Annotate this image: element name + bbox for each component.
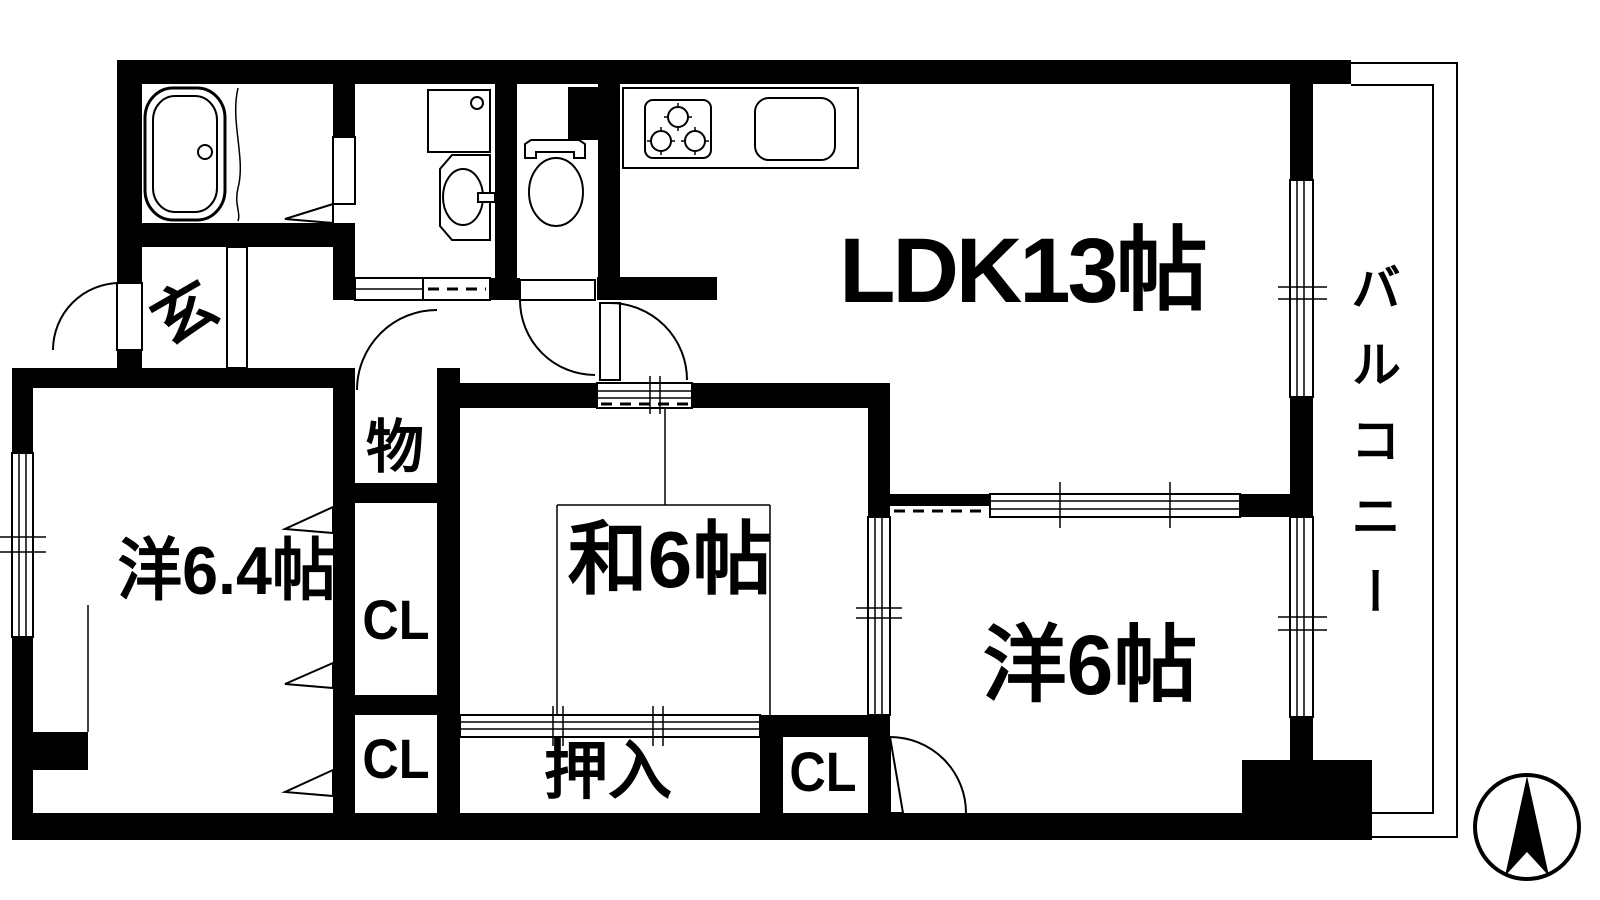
room-label-closet-b: CL bbox=[362, 727, 430, 790]
wall-segment bbox=[117, 223, 355, 247]
sliding-partition-washitsu-west6 bbox=[856, 516, 902, 716]
room-label-closet-c: CL bbox=[789, 740, 857, 803]
corner-pillar bbox=[1242, 760, 1372, 813]
window-west6-balcony bbox=[1278, 516, 1327, 718]
kitchen-sink-icon bbox=[754, 97, 836, 161]
west6-closet-door-leaf bbox=[889, 736, 905, 814]
wall-segment bbox=[868, 715, 890, 815]
wall-segment bbox=[692, 383, 890, 408]
door-arcs bbox=[52, 282, 967, 814]
wall-segment bbox=[437, 368, 460, 815]
wall-segment bbox=[598, 84, 620, 280]
wall-segment bbox=[12, 637, 33, 815]
folding-door-wedges bbox=[281, 202, 905, 814]
wall-segment bbox=[12, 368, 33, 453]
wall-segment bbox=[490, 278, 520, 300]
door-leaves bbox=[116, 136, 621, 381]
wall-segment bbox=[12, 813, 1372, 840]
room-label-western64: 洋6.4帖 bbox=[117, 533, 337, 609]
wall-segment bbox=[333, 695, 460, 715]
duct-box bbox=[568, 87, 598, 140]
balcony-railing bbox=[1351, 62, 1458, 838]
stove-icon bbox=[644, 99, 712, 159]
north-arrow-icon bbox=[1473, 773, 1581, 881]
toilet-icon bbox=[524, 139, 586, 227]
wall-segment bbox=[1290, 717, 1313, 760]
toilet-door-arc bbox=[519, 299, 596, 376]
entrance-door-arc bbox=[52, 282, 121, 351]
wall-segment bbox=[888, 494, 990, 506]
wall-segment bbox=[117, 60, 1351, 84]
wall-segment bbox=[597, 277, 717, 300]
wall-segment bbox=[33, 732, 88, 770]
wall-segment bbox=[460, 383, 597, 408]
wall-segment bbox=[355, 483, 437, 503]
balcony-railing-outer bbox=[1351, 62, 1458, 838]
ldk-door-leaf bbox=[599, 302, 621, 381]
walls bbox=[12, 60, 1372, 840]
wall-segment bbox=[333, 84, 355, 137]
kitchen-counter bbox=[622, 87, 859, 169]
wall-segment bbox=[760, 715, 890, 737]
closet-a-wedge-top bbox=[281, 505, 334, 535]
windows bbox=[0, 179, 1327, 746]
room-label-balcony: バルコニー bbox=[1344, 262, 1400, 642]
storage-door-arc bbox=[356, 309, 438, 391]
room-label-ldk: LDK13帖 bbox=[839, 220, 1207, 322]
closet-a-wedge-bottom bbox=[284, 661, 334, 690]
wall-segment bbox=[1290, 397, 1313, 517]
bath-door-leaf bbox=[332, 136, 356, 205]
wall-segment bbox=[12, 368, 355, 388]
closet-b-wedge bbox=[281, 768, 334, 798]
room-label-western6: 洋6帖 bbox=[982, 618, 1198, 712]
wall-segment bbox=[868, 383, 890, 517]
washing-machine-icon bbox=[427, 89, 491, 153]
window-west bbox=[0, 452, 46, 638]
sliding-door-washroom bbox=[354, 277, 491, 301]
interior-lines bbox=[87, 408, 771, 732]
ldk-door-arc bbox=[609, 302, 688, 381]
genkan-step bbox=[226, 246, 248, 369]
balcony-railing-inner bbox=[1351, 84, 1434, 814]
toilet-door-opening bbox=[519, 279, 596, 301]
room-label-closet-a: CL bbox=[362, 588, 430, 651]
room-label-storage: 物 bbox=[365, 415, 425, 480]
fusuma-oshiire bbox=[459, 706, 761, 746]
washbasin-icon bbox=[439, 154, 496, 241]
sliding-door-washitsu bbox=[596, 376, 693, 414]
entrance-door-leaf bbox=[116, 282, 143, 351]
sliding-window-ldk-west6 bbox=[894, 482, 1241, 528]
room-label-washitsu: 和6帖 bbox=[567, 515, 773, 604]
wall-segment bbox=[117, 60, 142, 283]
window-ldk-balcony bbox=[1278, 179, 1327, 398]
west6-closet-door-arc bbox=[889, 736, 967, 814]
wall-segment bbox=[1290, 84, 1313, 180]
wall-segment bbox=[760, 715, 783, 815]
bathtub-icon bbox=[143, 86, 242, 222]
room-label-oshiire: 押入 bbox=[544, 735, 672, 807]
washitsu-inner-rect bbox=[556, 504, 771, 715]
bath-door-wedge bbox=[284, 202, 334, 225]
wall-segment bbox=[495, 84, 517, 280]
